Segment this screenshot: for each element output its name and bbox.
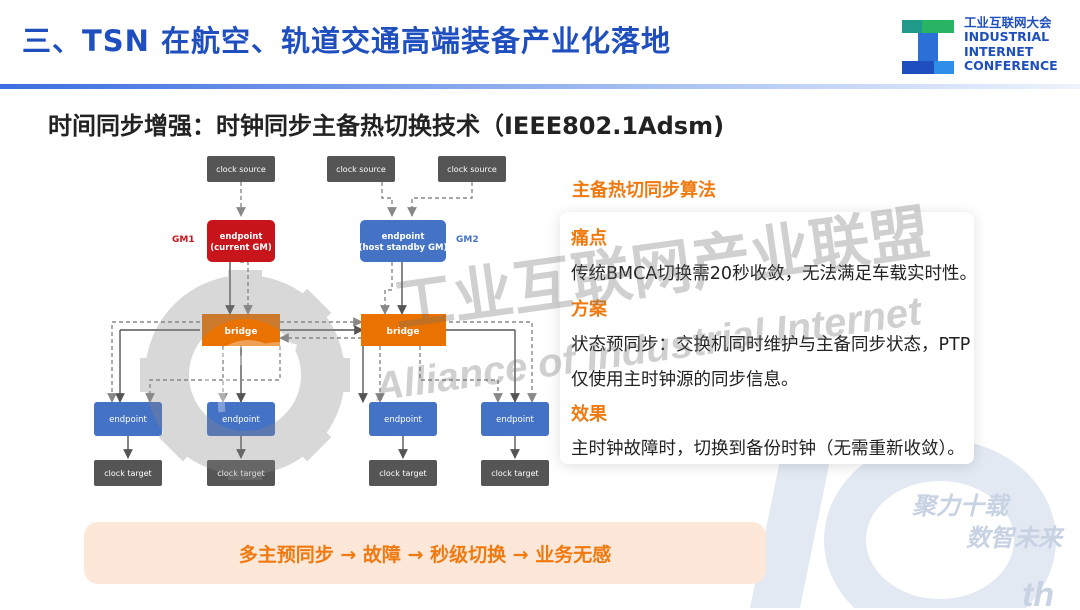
bridge-1: bridge [202, 314, 280, 346]
clock-source-2-label: clock source [336, 165, 386, 174]
solid-links [115, 262, 520, 459]
clock-target-3: clock target [369, 460, 437, 486]
endpoint-1-label: endpoint [109, 415, 147, 425]
logo-line-1: INDUSTRIAL [964, 29, 1050, 45]
deco-line-1: 聚力十载 [911, 493, 1012, 520]
solution-text-line2: 仅使用主时钟源的同步信息。 [571, 370, 799, 390]
logo-line-2: INTERNET [964, 43, 1034, 59]
logo-mark-icon [902, 20, 954, 74]
clock-source-1: clock source [207, 156, 275, 182]
endpoint-current-gm: endpoint (current GM) [207, 220, 275, 262]
solution-text-line1: 状态预同步：交换机同时维护与主备同步状态，PTP [571, 335, 971, 355]
logo-line-cn: 工业互联网大会 [964, 15, 1052, 30]
section-subtitle: 时间同步增强：时钟同步主备热切换技术（IEEE802.1Adsm) [48, 112, 725, 140]
info-panel [560, 212, 974, 464]
logo-text: 工业互联网大会 INDUSTRIAL INTERNET CONFERENCE [964, 15, 1058, 74]
clock-source-2: clock source [327, 156, 395, 182]
gm2-label: GM2 [456, 235, 479, 245]
endpoint-3-label: endpoint [384, 415, 422, 425]
clock-source-1-label: clock source [216, 165, 266, 174]
clock-target-4-label: clock target [491, 469, 538, 478]
clock-target-1-label: clock target [104, 469, 151, 478]
big-ten-graphic-icon [750, 439, 1056, 608]
deco-th: th [1022, 576, 1054, 608]
summary-text: 多主预同步 → 故障 → 秒级切换 → 业务无感 [238, 544, 612, 566]
clock-target-1: clock target [94, 460, 162, 486]
endpoint-gm2-line2: (host standby GM) [359, 243, 448, 253]
network-diagram: clock source clock source clock source e… [94, 156, 549, 486]
gm1-label: GM1 [172, 235, 195, 245]
bridge-2: bridge [361, 314, 446, 346]
algorithm-title: 主备热切同步算法 [572, 180, 716, 201]
endpoint-2: endpoint [207, 402, 275, 436]
dashed-sync-paths [107, 182, 537, 403]
endpoint-4-label: endpoint [496, 415, 534, 425]
logo-line-3: CONFERENCE [964, 58, 1058, 74]
endpoint-standby-gm: endpoint (host standby GM) [359, 220, 448, 262]
endpoint-gm1-line1: endpoint [220, 232, 263, 242]
clock-target-2-label: clock target [217, 469, 264, 478]
clock-source-3: clock source [438, 156, 506, 182]
endpoint-2-label: endpoint [222, 415, 260, 425]
conference-logo: 工业互联网大会 INDUSTRIAL INTERNET CONFERENCE [900, 14, 1070, 78]
header-divider [0, 84, 1080, 89]
effect-heading: 效果 [571, 404, 607, 425]
endpoint-1: endpoint [94, 402, 162, 436]
effect-text: 主时钟故障时，切换到备份时钟（无需重新收敛）。 [571, 439, 965, 459]
clock-target-4: clock target [481, 460, 549, 486]
deco-line-2: 数智未来 [966, 525, 1065, 552]
pain-heading: 痛点 [571, 228, 607, 249]
bridge-1-label: bridge [225, 327, 258, 337]
endpoint-gm1-line2: (current GM) [210, 243, 272, 253]
pain-text: 传统BMCA切换需20秒收敛，无法满足车载实时性。 [571, 264, 978, 284]
solution-heading: 方案 [571, 299, 607, 320]
endpoint-gm2-line1: endpoint [382, 232, 425, 242]
clock-target-2: clock target [207, 460, 275, 486]
endpoint-4: endpoint [481, 402, 549, 436]
slide-title: 三、TSN 在航空、轨道交通高端装备产业化落地 [22, 24, 672, 58]
bridge-2-label: bridge [387, 327, 420, 337]
endpoint-3: endpoint [369, 402, 437, 436]
summary-banner: 多主预同步 → 故障 → 秒级切换 → 业务无感 [84, 522, 766, 584]
clock-target-3-label: clock target [379, 469, 426, 478]
clock-source-3-label: clock source [447, 165, 497, 174]
